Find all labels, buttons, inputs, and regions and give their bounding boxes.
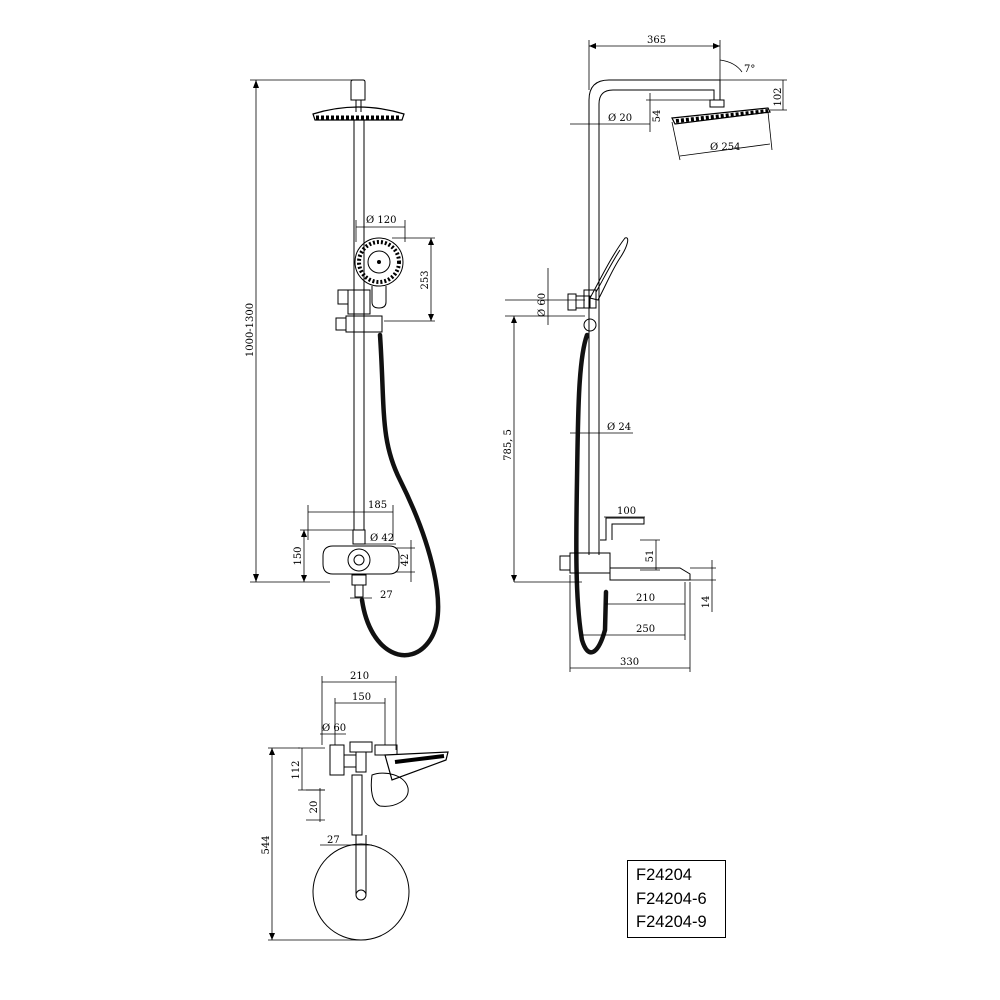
model-number: F24204-9 xyxy=(636,913,707,931)
front-view: 1000-1300 Ø 120 253 xyxy=(245,79,441,658)
dim-arm-length: 365 xyxy=(647,35,666,46)
dim-spout-offset: 210 xyxy=(636,593,655,604)
dim-mixer-body-height: 42 xyxy=(400,554,411,567)
dim-body-depth: 112 xyxy=(291,760,302,779)
dim-body-offset: 20 xyxy=(309,801,320,814)
dim-mixer-width: 185 xyxy=(368,500,387,511)
dim-spout-length: 250 xyxy=(636,624,655,635)
dim-handle-height: 51 xyxy=(645,550,656,563)
dim-handle-length: 100 xyxy=(617,506,636,517)
dim-overall-width: 210 xyxy=(350,671,369,682)
top-view: 210 150 Ø 60 112 20 27 xyxy=(261,671,449,941)
dim-head-angle: 7° xyxy=(744,64,755,75)
dim-head-height: 102 xyxy=(773,87,784,106)
dim-pipe-width: 27 xyxy=(327,835,340,846)
dim-spout-thickness: 14 xyxy=(701,596,712,609)
dim-hand-shower-height: 253 xyxy=(420,270,431,289)
dim-escutcheon-diameter: Ø 60 xyxy=(322,723,346,734)
dim-hand-shower-diameter: Ø 120 xyxy=(366,215,396,226)
dim-holder-diameter: Ø 60 xyxy=(537,293,548,317)
dim-head-diameter: Ø 254 xyxy=(710,142,740,153)
dim-pipe-diameter-top: Ø 20 xyxy=(608,113,632,124)
dim-mixer-body-diameter: Ø 42 xyxy=(370,533,394,544)
dim-pipe-diameter: Ø 24 xyxy=(607,422,631,433)
dim-total-depth-top: 544 xyxy=(261,835,272,854)
dim-total-depth: 330 xyxy=(620,657,639,668)
dim-rail-height: 785, 5 xyxy=(503,429,514,461)
dim-inner-width: 150 xyxy=(352,692,371,703)
side-view: 365 7° 102 Ø 20 54 Ø 254 xyxy=(503,35,787,672)
model-number: F24204 xyxy=(636,866,692,884)
dim-head-offset: 54 xyxy=(652,110,663,123)
dim-outlet-width: 27 xyxy=(380,590,393,601)
dim-total-height: 1000-1300 xyxy=(245,303,256,357)
dim-mixer-height: 150 xyxy=(293,546,304,565)
model-number: F24204-6 xyxy=(636,889,707,908)
model-number-box: F24204 F24204-6 F24204-9 xyxy=(627,860,726,938)
